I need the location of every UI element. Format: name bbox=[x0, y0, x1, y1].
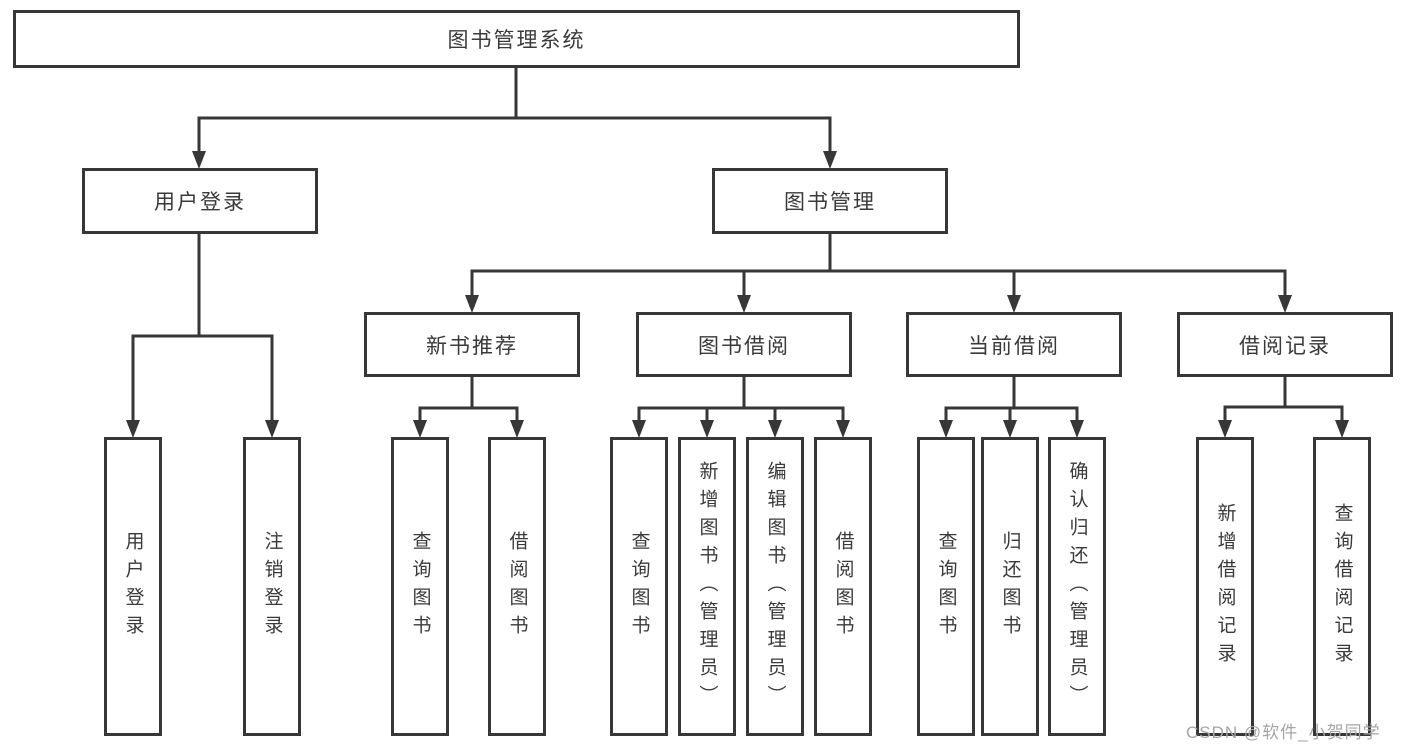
node-book-borrow: 图书借阅 bbox=[636, 312, 852, 377]
arrowheads bbox=[126, 151, 1349, 438]
watermark: CSDN @软件_小贺同学 bbox=[1186, 723, 1381, 742]
node-root: 图书管理系统 bbox=[13, 10, 1020, 68]
connector-root-to-level2 bbox=[197, 66, 832, 154]
leaf-current-query-book: 查询图书 bbox=[917, 437, 975, 736]
leaf-borrow-borrow-book: 借阅图书 bbox=[814, 437, 872, 736]
node-borrow-record: 借阅记录 bbox=[1177, 312, 1393, 377]
leaf-borrow-query-book: 查询图书 bbox=[610, 437, 668, 736]
leaf-user-login: 用户登录 bbox=[104, 437, 162, 736]
leaf-newbook-borrow-book: 借阅图书 bbox=[488, 437, 546, 736]
leaf-borrow-edit-book: 编辑图书（管理员） bbox=[746, 437, 804, 736]
leaf-borrow-add-book: 新增图书（管理员） bbox=[678, 437, 736, 736]
leaf-logout: 注销登录 bbox=[243, 437, 301, 736]
leaf-current-return-book: 归还图书 bbox=[981, 437, 1039, 736]
node-current-borrow: 当前借阅 bbox=[906, 312, 1122, 377]
connector-borrowrecord-to-leaves bbox=[1223, 375, 1344, 423]
leaf-record-query: 查询借阅记录 bbox=[1313, 437, 1371, 736]
connector-userlogin-to-leaves bbox=[131, 232, 274, 423]
node-user-login: 用户登录 bbox=[82, 168, 318, 234]
leaf-record-add: 新增借阅记录 bbox=[1196, 437, 1254, 736]
connector-bookborrow-to-leaves bbox=[637, 375, 845, 423]
leaf-current-confirm-return: 确认归还（管理员） bbox=[1048, 437, 1106, 736]
connector-newbook-to-leaves bbox=[418, 375, 519, 423]
connector-bookmgmt-to-level3 bbox=[470, 232, 1287, 298]
node-book-management: 图书管理 bbox=[712, 168, 948, 234]
connector-currentborrow-to-leaves bbox=[944, 375, 1079, 423]
leaf-newbook-query-book: 查询图书 bbox=[391, 437, 449, 736]
node-new-book-recommend: 新书推荐 bbox=[364, 312, 580, 377]
